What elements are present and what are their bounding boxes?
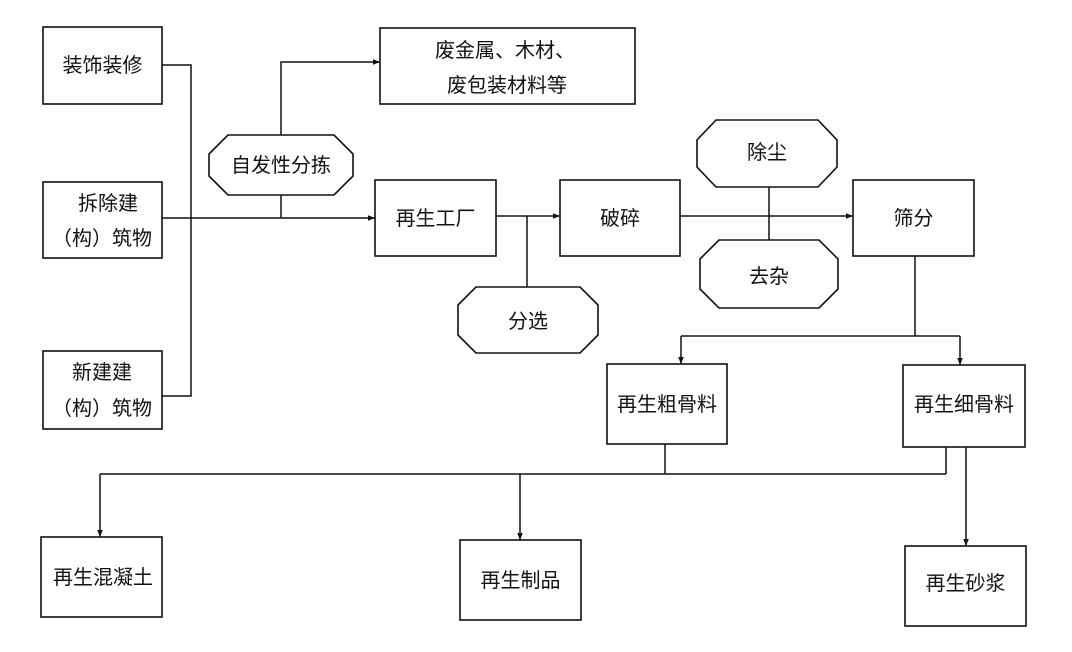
node-separation-label: 分选 — [508, 309, 548, 333]
node-products-label: 再生制品 — [481, 568, 561, 592]
node-scrap-line2: 废包装材料等 — [447, 73, 567, 97]
node-coarse-aggregate-label: 再生粗骨料 — [617, 392, 717, 416]
node-mortar: 再生砂浆 — [904, 545, 1027, 627]
node-new-build-line2: （构）筑物 — [52, 396, 152, 420]
node-recycling-plant: 再生工厂 — [374, 179, 497, 257]
node-impurity-removal: 去杂 — [699, 239, 839, 309]
node-scrap-line1: 废金属、木材、 — [435, 38, 575, 62]
node-screening-label: 筛分 — [894, 206, 934, 230]
connectors — [97, 59, 969, 546]
node-decoration: 装饰装修 — [42, 26, 163, 105]
connector-to-scrap — [280, 59, 380, 135]
node-coarse-aggregate: 再生粗骨料 — [606, 363, 728, 445]
node-separation: 分选 — [457, 286, 599, 354]
node-mortar-label: 再生砂浆 — [926, 571, 1006, 595]
node-demolition: 拆除建 （构）筑物 — [42, 181, 163, 259]
node-dust-removal: 除尘 — [696, 119, 838, 188]
node-decoration-label: 装饰装修 — [63, 53, 143, 77]
node-new-build-line1: 新建建 — [72, 360, 132, 384]
node-scrap: 废金属、木材、 废包装材料等 — [379, 27, 636, 105]
node-concrete-label: 再生混凝土 — [53, 565, 153, 589]
node-demolition-line2: （构）筑物 — [52, 226, 152, 250]
node-demolition-line1: 拆除建 — [78, 191, 138, 215]
connector-decoration-bus — [162, 64, 192, 397]
node-products: 再生制品 — [459, 539, 582, 621]
node-spontaneous-sorting: 自发性分拣 — [208, 134, 354, 196]
node-crushing: 破碎 — [559, 179, 681, 257]
node-new-build: 新建建 （构）筑物 — [42, 350, 163, 430]
node-dust-removal-label: 除尘 — [747, 140, 787, 164]
node-screening: 筛分 — [852, 179, 975, 257]
node-fine-aggregate: 再生细骨料 — [902, 364, 1026, 448]
node-impurity-removal-label: 去杂 — [749, 264, 789, 288]
node-fine-aggregate-label: 再生细骨料 — [914, 392, 1014, 416]
node-concrete: 再生混凝土 — [40, 536, 163, 618]
node-spontaneous-sorting-label: 自发性分拣 — [231, 153, 331, 177]
node-recycling-plant-label: 再生工厂 — [396, 206, 476, 230]
node-crushing-label: 破碎 — [600, 206, 640, 230]
